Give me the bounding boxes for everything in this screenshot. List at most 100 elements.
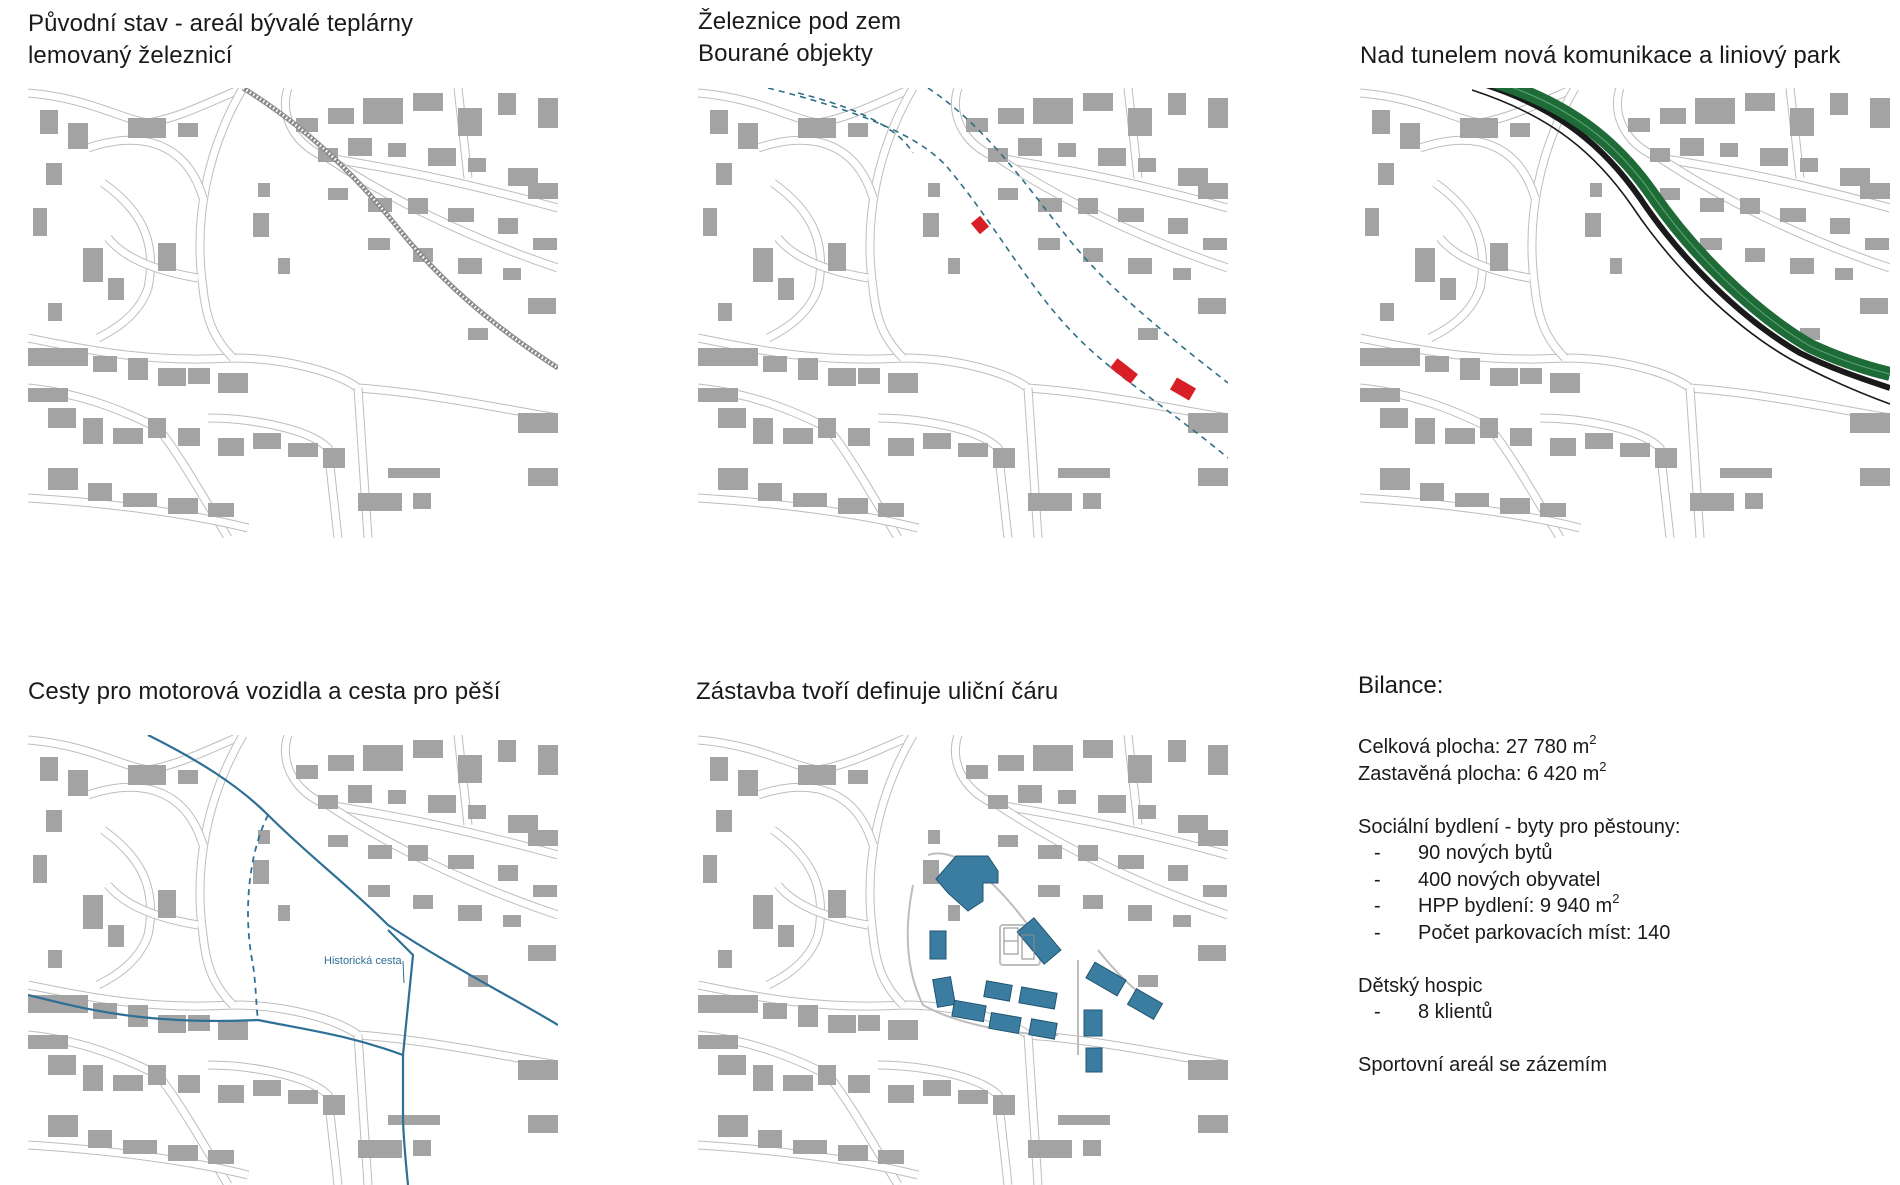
existing-building	[158, 1015, 186, 1033]
existing-building	[188, 368, 210, 384]
existing-building	[763, 356, 787, 372]
road-surface	[28, 1141, 249, 1179]
existing-building	[113, 1075, 143, 1091]
existing-building	[888, 1085, 914, 1103]
existing-building	[1540, 503, 1566, 517]
existing-building	[928, 830, 940, 844]
existing-building	[458, 108, 482, 136]
existing-building	[1790, 108, 1814, 136]
existing-building	[1038, 238, 1060, 250]
hospice-item: - 8 klientů	[1358, 999, 1878, 1026]
existing-building	[358, 493, 402, 511]
social-item-unit-sup: 2	[1612, 891, 1620, 906]
existing-building	[28, 388, 68, 402]
road-surface	[326, 802, 558, 919]
existing-building	[1033, 98, 1073, 124]
existing-building	[753, 248, 773, 282]
existing-building	[1680, 138, 1704, 156]
existing-building	[818, 418, 836, 438]
existing-building	[498, 218, 518, 234]
existing-building	[1198, 468, 1228, 486]
existing-building	[363, 745, 403, 771]
existing-building	[168, 1145, 198, 1161]
road-surface	[1528, 88, 1579, 361]
road-surface	[866, 88, 917, 361]
existing-building	[1378, 163, 1394, 185]
existing-building	[1203, 238, 1227, 250]
existing-building	[108, 925, 124, 947]
existing-building	[923, 1080, 951, 1096]
existing-building	[923, 433, 951, 449]
existing-building	[838, 498, 868, 514]
existing-building	[1028, 1140, 1072, 1158]
existing-building	[278, 905, 290, 921]
existing-building	[888, 1020, 918, 1040]
existing-building	[966, 765, 988, 779]
existing-building	[716, 810, 732, 832]
existing-building	[178, 428, 200, 446]
existing-building	[1203, 885, 1227, 897]
existing-building	[93, 356, 117, 372]
existing-building	[1780, 208, 1806, 222]
existing-building	[128, 118, 166, 138]
existing-building	[958, 1090, 988, 1104]
existing-building	[1098, 148, 1126, 166]
existing-building	[798, 118, 836, 138]
existing-building	[46, 163, 62, 185]
panel-title-street-line: Zástavba tvoří definuje uliční čáru	[696, 678, 1059, 705]
existing-building	[738, 123, 758, 149]
existing-building	[1083, 740, 1113, 758]
sports-courts	[1003, 927, 1035, 960]
existing-building	[528, 468, 558, 486]
existing-building	[1128, 108, 1152, 136]
existing-building	[508, 168, 538, 186]
new-buildings	[929, 855, 1164, 1073]
existing-building	[828, 368, 856, 386]
existing-building	[1138, 975, 1158, 987]
existing-building	[948, 905, 960, 921]
existing-building	[1690, 493, 1734, 511]
hospice-item-text: 8 klientů	[1418, 1001, 1493, 1023]
existing-building	[1118, 208, 1144, 222]
existing-building	[368, 238, 390, 250]
existing-building	[798, 765, 836, 785]
existing-building	[428, 148, 456, 166]
existing-building	[1380, 468, 1410, 490]
list-dash: -	[1374, 1001, 1381, 1023]
existing-building	[1168, 93, 1186, 115]
road-surface	[766, 827, 825, 989]
existing-building	[48, 408, 76, 428]
existing-building	[753, 895, 773, 929]
existing-building	[168, 498, 198, 514]
road-surface	[1613, 88, 1890, 212]
base-map	[698, 735, 1228, 1185]
existing-building	[818, 1065, 836, 1085]
existing-building	[878, 503, 904, 517]
existing-building	[48, 1115, 78, 1137]
existing-building	[1198, 183, 1228, 199]
existing-building	[48, 1055, 76, 1075]
social-item: -Počet parkovacích míst: 140	[1358, 920, 1878, 947]
existing-building	[948, 258, 960, 274]
existing-building	[68, 770, 88, 796]
existing-building	[1745, 93, 1775, 111]
existing-building	[1585, 213, 1601, 237]
existing-building	[928, 183, 940, 197]
existing-building	[83, 895, 103, 929]
existing-building	[1455, 493, 1489, 507]
road-surface	[775, 235, 869, 282]
existing-building	[498, 865, 518, 881]
existing-building	[1360, 348, 1420, 366]
existing-building	[778, 278, 794, 300]
existing-building	[88, 1130, 112, 1148]
balance-summary: Bilance: Celková plocha: 27 780 m2 Zasta…	[1358, 670, 1878, 1079]
existing-building	[178, 1075, 200, 1093]
existing-building	[40, 757, 58, 781]
road-surface	[766, 180, 825, 342]
existing-building	[528, 183, 558, 199]
existing-building	[1860, 298, 1888, 314]
demolished-buildings	[970, 215, 1197, 401]
existing-building	[1188, 1060, 1228, 1080]
road-surface	[1686, 387, 1704, 538]
existing-building	[718, 408, 746, 428]
